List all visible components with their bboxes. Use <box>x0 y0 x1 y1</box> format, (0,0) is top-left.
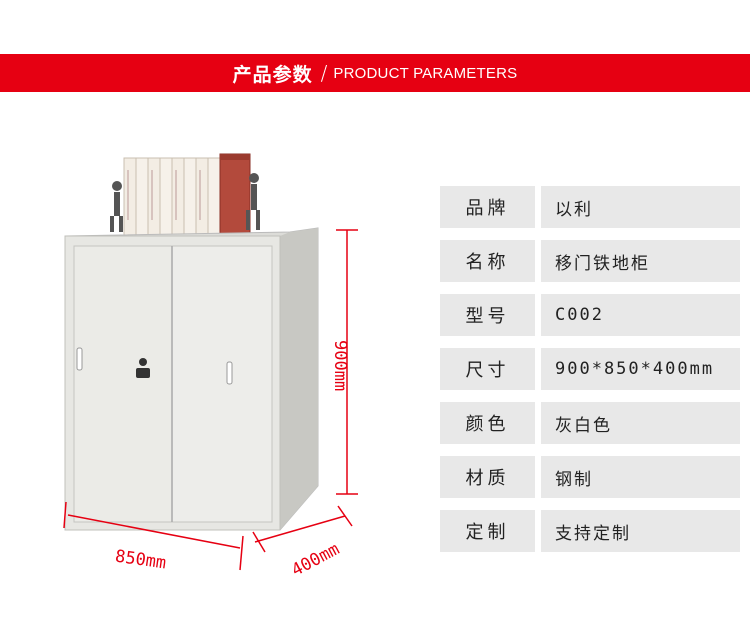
param-label: 颜色 <box>440 402 535 444</box>
cabinet-body <box>64 227 319 531</box>
header-separator: / <box>320 61 328 85</box>
lock-icon <box>136 358 150 378</box>
param-value: C002 <box>541 294 740 336</box>
header-title-cn: 产品参数 <box>232 63 313 86</box>
bookend-figure-left-icon <box>110 181 123 232</box>
params-table: 品牌 以利 名称 移门铁地柜 型号 C002 尺寸 900*850*400mm … <box>440 186 740 564</box>
param-row-custom: 定制 支持定制 <box>440 510 740 552</box>
param-value: 900*850*400mm <box>541 348 740 390</box>
param-row-name: 名称 移门铁地柜 <box>440 240 740 282</box>
param-row-brand: 品牌 以利 <box>440 186 740 228</box>
param-row-color: 颜色 灰白色 <box>440 402 740 444</box>
books-icon <box>123 153 251 237</box>
param-label: 材质 <box>440 456 535 498</box>
height-dimension-line <box>336 229 358 495</box>
param-value: 钢制 <box>541 456 740 498</box>
param-value: 以利 <box>541 186 740 228</box>
param-value: 灰白色 <box>541 402 740 444</box>
depth-dimension-line <box>252 505 353 553</box>
bookend-figure-right-icon <box>246 173 260 230</box>
param-value: 移门铁地柜 <box>541 240 740 282</box>
param-label: 定制 <box>440 510 535 552</box>
cabinet-illustration <box>63 153 358 571</box>
height-label: 900mm <box>330 340 350 392</box>
param-row-model: 型号 C002 <box>440 294 740 336</box>
param-label: 品牌 <box>440 186 535 228</box>
param-value: 支持定制 <box>541 510 740 552</box>
param-row-material: 材质 钢制 <box>440 456 740 498</box>
param-label: 型号 <box>440 294 535 336</box>
param-row-size: 尺寸 900*850*400mm <box>440 348 740 390</box>
header-title-en: PRODUCT PARAMETERS <box>333 64 518 82</box>
param-label: 名称 <box>440 240 535 282</box>
width-dimension-line <box>63 501 244 571</box>
header-banner: 产品参数 / PRODUCT PARAMETERS <box>0 54 750 92</box>
product-image: 900mm 850mm 400mm <box>40 140 380 600</box>
param-label: 尺寸 <box>440 348 535 390</box>
